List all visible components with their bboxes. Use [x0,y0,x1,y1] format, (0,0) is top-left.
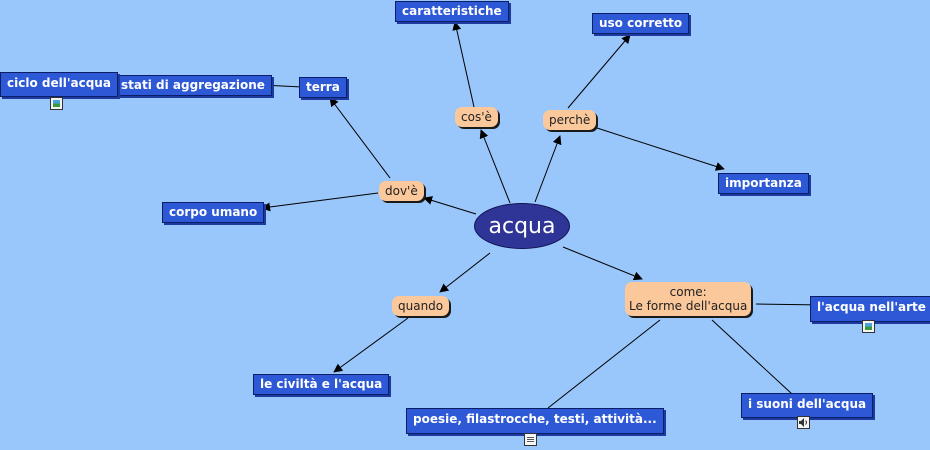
link-label: quando [398,299,444,313]
concept-terra[interactable]: terra [299,77,347,98]
link-cos-e[interactable]: cos'è [455,107,498,127]
audio-icon[interactable] [797,416,810,429]
concept-label: le civiltà e l'acqua [260,377,383,391]
concept-label: caratteristiche [402,4,502,18]
concept-ciclo-dell-acqua[interactable]: ciclo dell'acqua [0,72,118,97]
concept-stati-di-aggregazione[interactable]: stati di aggregazione [114,75,272,96]
concept-suoni-dell-acqua[interactable]: i suoni dell'acqua [741,393,874,418]
concept-label: stati di aggregazione [121,78,265,92]
concept-label: l'acqua nell'arte [817,300,926,314]
central-concept-acqua[interactable]: acqua [474,203,570,249]
concept-label: importanza [725,176,802,190]
document-icon[interactable] [524,433,537,446]
link-quando[interactable]: quando [392,296,450,316]
link-label-line1: come: [669,285,707,299]
image-icon[interactable] [50,97,63,110]
concept-label: poesie, filastrocche, testi, attività... [413,412,657,426]
link-perche[interactable]: perchè [543,110,597,130]
link-come[interactable]: come: Le forme dell'acqua [625,282,752,316]
link-label: dov'è [385,184,418,198]
concept-poesie[interactable]: poesie, filastrocche, testi, attività... [406,408,664,434]
concept-civilta[interactable]: le civiltà e l'acqua [253,374,390,395]
concept-label: i suoni dell'acqua [748,397,867,411]
central-concept-label: acqua [488,213,556,239]
link-label-line2: Le forme dell'acqua [629,299,748,313]
link-label: perchè [549,113,591,127]
image-icon[interactable] [862,320,875,333]
link-dov-e[interactable]: dov'è [379,181,424,201]
concept-acqua-nell-arte[interactable]: l'acqua nell'arte [810,296,930,322]
concept-importanza[interactable]: importanza [718,173,809,194]
concept-label: ciclo dell'acqua [7,76,111,90]
concept-label: corpo umano [169,205,258,219]
concept-label: uso corretto [599,16,683,30]
concept-corpo-umano[interactable]: corpo umano [162,202,265,223]
concept-caratteristiche[interactable]: caratteristiche [395,1,509,22]
link-label: cos'è [461,110,492,124]
concept-uso-corretto[interactable]: uso corretto [592,13,690,34]
concept-label: terra [306,80,340,94]
